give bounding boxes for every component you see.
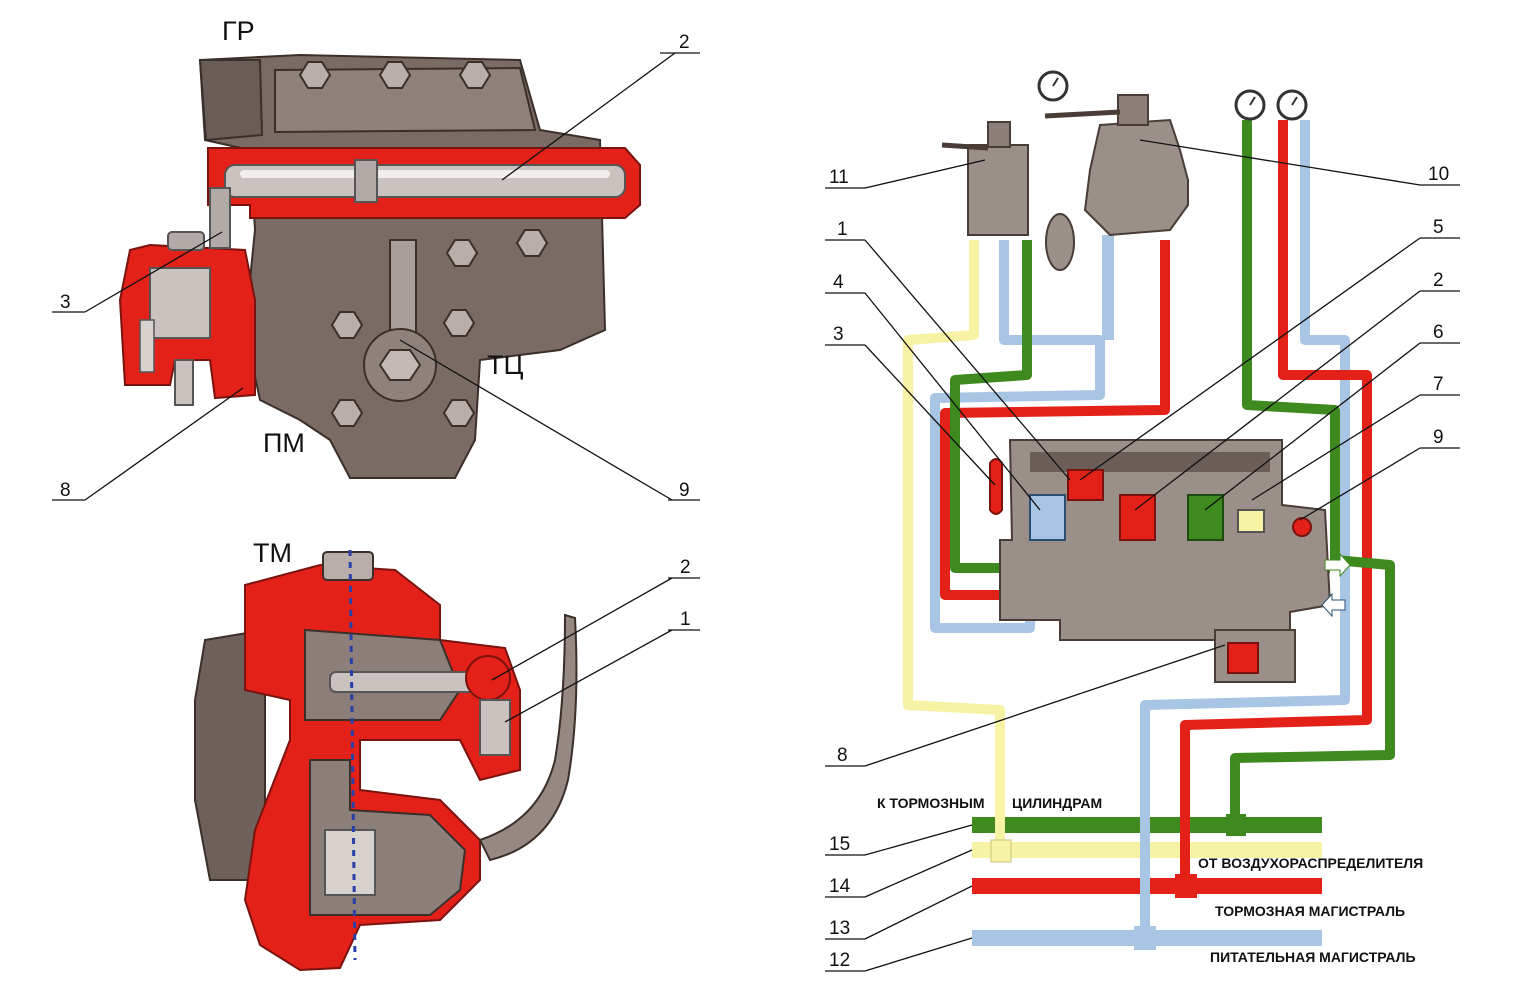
- left-valve-spring: [139, 319, 155, 373]
- callout-13: 13: [829, 918, 850, 939]
- tm-handle: [478, 613, 578, 862]
- reservoir: [1045, 213, 1075, 271]
- callout-6: 6: [1433, 322, 1444, 343]
- device-11-body: [967, 144, 1029, 236]
- callout-3: 3: [833, 324, 844, 345]
- callout-15: 15: [829, 834, 850, 855]
- left-top-plug: [167, 231, 205, 251]
- callout-8: 8: [837, 745, 848, 766]
- callout-8-top: 8: [60, 480, 71, 501]
- tee-blue: [1134, 926, 1156, 950]
- housing-left-port: [198, 59, 264, 142]
- callout-2: 2: [1433, 270, 1444, 291]
- label-from-distributor: ОТ ВОЗДУХОРАСПРЕДЕЛИТЕЛЯ: [1198, 855, 1423, 871]
- tm-gasket-line: [348, 549, 357, 961]
- left-valve-pin: [174, 359, 194, 406]
- label-tc: ТЦ: [487, 350, 523, 380]
- connector-pipe-3: [209, 187, 231, 249]
- callout-1: 1: [837, 219, 848, 240]
- label-tm: ТМ: [253, 538, 292, 568]
- stem-nut-hex: [378, 349, 422, 381]
- tee-yellow: [990, 839, 1012, 863]
- handle-3: [989, 458, 1003, 515]
- crane-top-view: [118, 53, 641, 479]
- spool-collar: [354, 159, 378, 203]
- label-to-cylinders-b: ЦИЛИНДРАМ: [1012, 795, 1102, 811]
- label-feed-line: ПИТАТЕЛЬНАЯ МАГИСТРАЛЬ: [1210, 949, 1416, 965]
- pipe-yellow: [903, 240, 1005, 850]
- pressure-gauges: [1037, 70, 1308, 121]
- callout-4: 4: [833, 272, 844, 293]
- pipe-green-right: [1230, 120, 1395, 825]
- tm-section-view: [194, 549, 578, 972]
- pipe-blue-a: [930, 240, 1105, 633]
- callout-12: 12: [829, 950, 850, 971]
- arrow-right: [1324, 552, 1351, 578]
- top-bolts: [298, 61, 549, 427]
- label-pm: ПМ: [263, 428, 305, 458]
- device-10-lever: [1044, 109, 1121, 119]
- device-11-lever: [941, 142, 989, 151]
- callout-9: 9: [1433, 427, 1444, 448]
- callout-14: 14: [829, 876, 851, 897]
- tee-green: [1226, 814, 1246, 836]
- callout-5: 5: [1433, 217, 1444, 238]
- top-view-annotations: [52, 52, 700, 501]
- callout-1-bottom: 1: [680, 609, 691, 630]
- callout-10: 10: [1428, 164, 1449, 185]
- label-brake-line: ТОРМОЗНАЯ МАГИСТРАЛЬ: [1215, 903, 1405, 919]
- device-10-body: [1083, 118, 1189, 237]
- callout-11: 11: [829, 167, 849, 188]
- spool-rod-highlight: [240, 170, 610, 178]
- callout-2-bottom: 2: [680, 557, 691, 578]
- left-valve-insert: [149, 267, 211, 339]
- label-gr: ГР: [222, 16, 255, 46]
- schematic: [903, 70, 1395, 950]
- valve-top-rail: [1030, 452, 1270, 472]
- tm-annotations: [491, 577, 700, 723]
- tm-spring-insert: [479, 699, 511, 756]
- callout-9-top: 9: [679, 480, 690, 501]
- callout-2-top: 2: [679, 32, 690, 53]
- pipe-blue-right: [1140, 120, 1350, 938]
- device-10-cap: [1117, 94, 1149, 126]
- pipe-red-right: [1180, 120, 1372, 886]
- tm-top-bolt: [322, 551, 374, 581]
- tee-red: [1175, 874, 1197, 898]
- tm-lower-spring: [324, 829, 376, 896]
- callout-7: 7: [1433, 374, 1444, 395]
- device-11-top: [987, 121, 1011, 148]
- callout-3-top: 3: [60, 292, 71, 313]
- schematic-leaders: [825, 139, 1460, 972]
- label-to-cylinders-a: К ТОРМОЗНЫМ: [877, 795, 984, 811]
- tm-ball-valve: [465, 655, 511, 701]
- arrow-left: [1321, 592, 1346, 618]
- valve-cells: [1029, 469, 1312, 674]
- pipe-red-10: [940, 240, 1170, 600]
- spool-rod: [224, 164, 626, 198]
